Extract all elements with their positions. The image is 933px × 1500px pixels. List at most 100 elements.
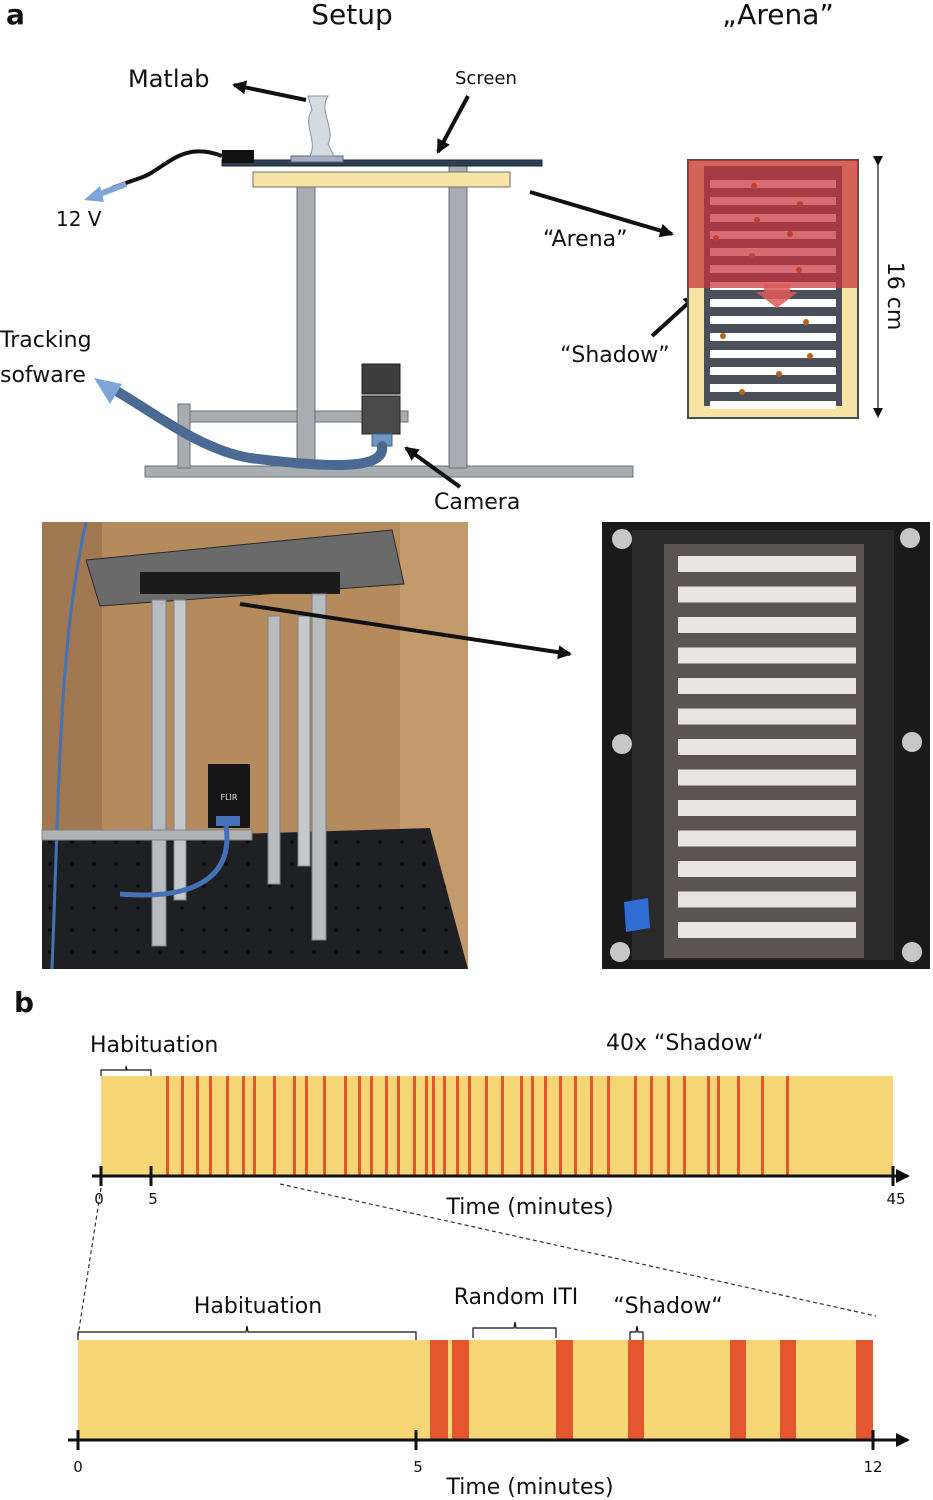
bottom-tick-label-12: 12: [863, 1458, 882, 1476]
post-left: [296, 185, 316, 469]
stimulus-line: [650, 1076, 653, 1176]
stimulus-line: [413, 1076, 416, 1176]
tracking-label-2: sofware: [0, 363, 86, 388]
screen-label: Screen: [455, 68, 517, 89]
stimulus-line: [293, 1076, 296, 1176]
power-cable: [111, 149, 223, 190]
stimulus-line: [196, 1076, 199, 1176]
bottom-stimulus-blocks: [430, 1340, 873, 1440]
stimulus-line: [370, 1076, 373, 1176]
screen-mount: [290, 155, 344, 163]
panel-a-letter: a: [6, 0, 25, 31]
bottom-tick-label-5: 5: [413, 1458, 423, 1476]
photo-lane: [678, 586, 856, 603]
tracking-label-1: Tracking: [0, 328, 92, 353]
photo-lane: [678, 800, 856, 816]
camera-label: Camera: [434, 490, 520, 515]
camera-brand-label: FLIR: [221, 793, 238, 802]
bottom-habituation-brace: [77, 1325, 417, 1340]
power-cable-end: [98, 181, 128, 197]
top-tick-label-0: 0: [94, 1190, 104, 1208]
matlab-label: Matlab: [128, 65, 209, 93]
bottom-timeline-bar: [78, 1340, 873, 1440]
stimulus-line: [397, 1076, 400, 1176]
screen-plate: [221, 159, 543, 167]
stimulus-line: [323, 1076, 326, 1176]
stimulus-block: [452, 1340, 469, 1440]
bottom-tick-label-0: 0: [73, 1458, 83, 1476]
post-right: [448, 164, 468, 469]
top-habituation-brace: [100, 1065, 152, 1076]
photo-lane: [678, 769, 856, 786]
stimulus-line: [520, 1076, 523, 1176]
top-habituation-label: Habituation: [90, 1033, 218, 1058]
photo-lane: [678, 708, 856, 725]
setup-schematic: [84, 95, 634, 478]
stimulus-line: [181, 1076, 184, 1176]
arena-shadow-overlay: [688, 160, 858, 288]
stimulus-line: [786, 1076, 789, 1176]
power-arrow-icon: [84, 186, 104, 202]
photo-lane: [678, 739, 856, 755]
stimulus-line: [634, 1076, 637, 1176]
photo-lane: [678, 617, 856, 633]
stimulus-line: [226, 1076, 229, 1176]
dimension-label: 16 cm: [882, 262, 907, 331]
volt-label: 12 V: [56, 207, 102, 231]
arena-lane: [710, 316, 836, 324]
arena-photo: [602, 522, 930, 969]
stimulus-line: [166, 1076, 169, 1176]
photo-lane: [678, 647, 856, 664]
photo-lane: [678, 891, 856, 908]
stimulus-line: [242, 1076, 245, 1176]
stimulus-line: [717, 1076, 720, 1176]
stimulus-line: [737, 1076, 740, 1176]
top-axis-label: Time (minutes): [445, 1195, 613, 1220]
photo-lane: [678, 830, 856, 847]
arena-label: “Arena”: [543, 227, 628, 252]
stimulus-line: [667, 1076, 670, 1176]
arena-schematic: [687, 156, 883, 419]
stimulus-line: [485, 1076, 488, 1176]
zoom-line-left: [77, 1187, 102, 1337]
photo-lane: [678, 556, 856, 572]
stimulus-line: [425, 1076, 428, 1176]
stimulus-line: [253, 1076, 256, 1176]
matlab-arrow: [232, 80, 307, 102]
stimulus-line: [358, 1076, 361, 1176]
bottom-shadow-label: “Shadow“: [613, 1294, 723, 1319]
stimulus-block: [780, 1340, 796, 1440]
stimulus-line: [432, 1076, 435, 1176]
stimulus-line: [468, 1076, 471, 1176]
stimulus-block: [730, 1340, 746, 1440]
arena-lane: [710, 367, 836, 375]
screen-connector: [222, 150, 254, 163]
bottom-axis-label: Time (minutes): [445, 1475, 613, 1500]
camera-arrow: [404, 446, 462, 489]
bottom-iti-brace: [472, 1321, 557, 1338]
stimulus-block: [430, 1340, 448, 1440]
stimulus-line: [456, 1076, 459, 1176]
photo-pointer-arrow: [239, 602, 572, 660]
larva-icon: [720, 333, 726, 339]
stimulus-line: [559, 1076, 562, 1176]
ribbon-cable: [307, 95, 335, 157]
stimulus-line: [607, 1076, 610, 1176]
stimulus-line: [683, 1076, 686, 1176]
arena-lane: [710, 384, 836, 392]
top-tick-label-5: 5: [148, 1190, 158, 1208]
stimulus-line: [344, 1076, 347, 1176]
camera-body: [361, 395, 401, 435]
photo-lane: [678, 678, 856, 694]
top-shadow-count-label: 40x “Shadow“: [606, 1031, 764, 1056]
arena-pointer-arrow: [529, 190, 674, 238]
larva-icon: [807, 353, 813, 359]
panel-b-letter: b: [14, 986, 34, 1019]
stimulus-line: [707, 1076, 710, 1176]
arena-title: „Arena”: [722, 0, 834, 31]
base-bar: [144, 465, 634, 478]
stimulus-line: [273, 1076, 276, 1176]
stimulus-line: [305, 1076, 308, 1176]
shadow-direction-arrow-icon: [756, 284, 798, 308]
stimulus-line: [544, 1076, 547, 1176]
